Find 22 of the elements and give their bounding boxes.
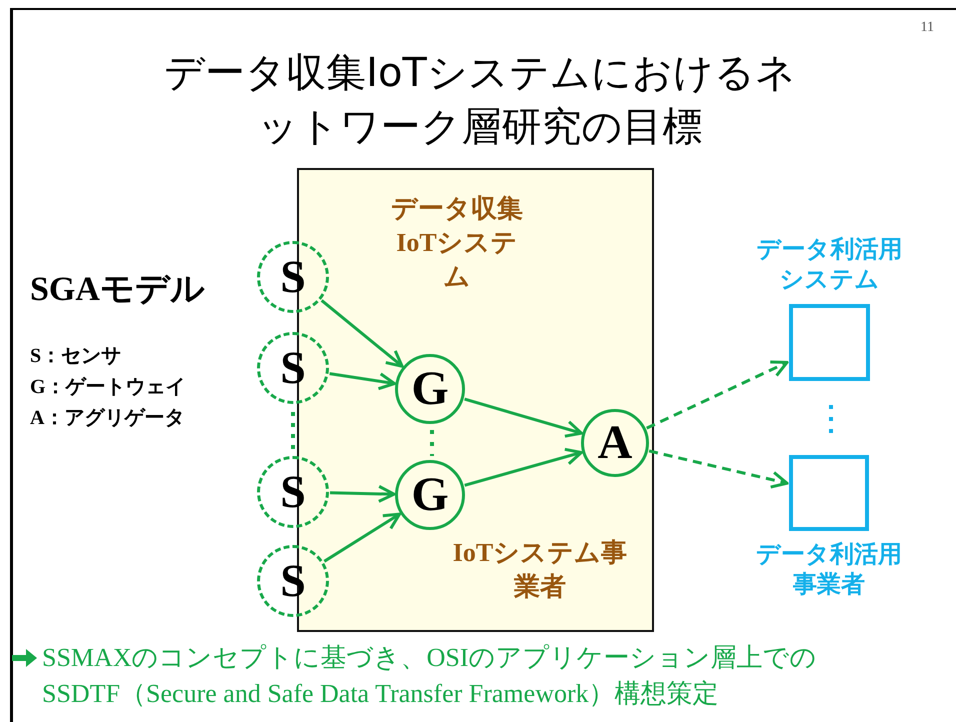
panel-heading: IoTシステム事業者: [452, 537, 628, 603]
dashed-arrow: [648, 450, 788, 489]
key-text: A：アグリゲータ: [30, 406, 184, 431]
arrow: [464, 448, 583, 487]
panel-heading: データ収集IoTシステム: [390, 193, 524, 293]
node-circle: A: [581, 409, 649, 477]
dashed-arrow: [646, 360, 788, 430]
arrow: [330, 484, 396, 503]
key-text: G：ゲートウェイ: [30, 375, 186, 400]
key-text: S：センサ: [30, 344, 122, 369]
box-heading: データ利活用システム: [756, 234, 904, 294]
arrow: [464, 398, 583, 438]
arrow: [320, 299, 404, 368]
arrow: [329, 372, 396, 390]
box-heading: データ利活用事業者: [755, 539, 903, 599]
conclusion-text: SSMAXのコンセプトに基づき、OSIのアプリケーション層上での SSDTF（Secure and Safe Data Transfer Framework）構想策定: [41, 642, 818, 710]
node-circle: G: [395, 354, 465, 424]
arrow: [324, 512, 401, 563]
page-number: 11: [920, 20, 934, 36]
node-circle: G: [395, 460, 465, 530]
model-heading: SGAモデル: [30, 270, 205, 310]
slide-title: データ収集IoTシステムにおけるネットワーク層研究の目標: [163, 49, 797, 152]
